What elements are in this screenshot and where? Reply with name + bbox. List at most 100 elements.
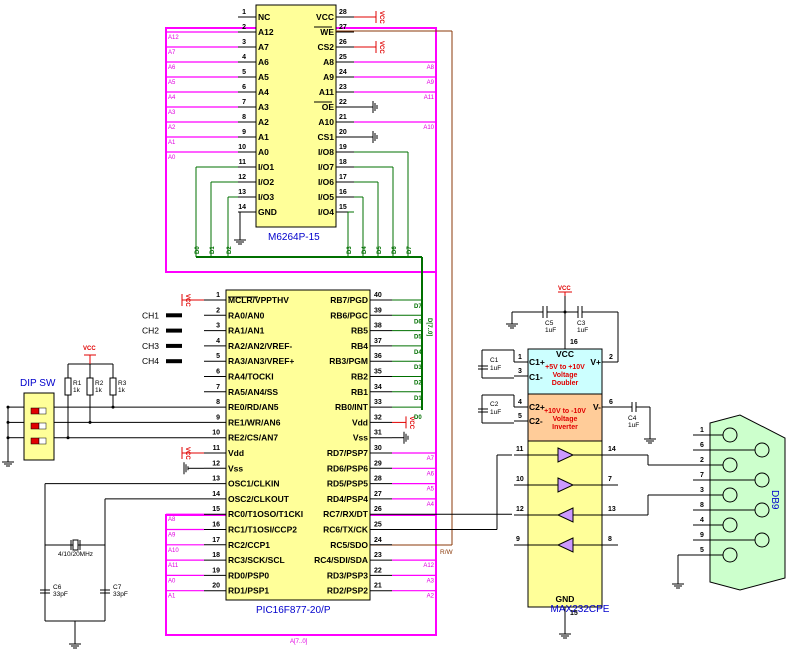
pic-pin-name: RB6/PGC: [330, 310, 368, 320]
inverter-label: +10V to -10V: [544, 408, 586, 415]
sram-pin-name: A4: [258, 87, 269, 97]
pic-pin-name: RB2: [351, 372, 368, 382]
max232-pin-num: 3: [518, 368, 522, 375]
sram-pin-name: OE: [322, 102, 335, 112]
cap-value: 1uF: [490, 409, 501, 416]
pic-pin-name: Vss: [228, 463, 243, 473]
cap-value: 1uF: [490, 365, 501, 372]
pic-chip: [225, 289, 371, 601]
sram-pin-name: I/O3: [258, 192, 274, 202]
pic-pin-name: RE0/RD/AN5: [228, 402, 279, 412]
db9-label: DB9: [769, 490, 780, 510]
pic-pin-num: 34: [374, 384, 382, 391]
addr-net-label: A9: [427, 80, 435, 86]
inverter-label: Inverter: [552, 424, 578, 431]
pic-pin-num: 26: [374, 506, 382, 513]
pic-pin-num: 33: [374, 399, 382, 406]
channel-connector[interactable]: [166, 313, 182, 318]
addr-net-label: A1: [168, 594, 176, 600]
pic-pin-name: RB5: [351, 326, 368, 336]
sram-pin-name: I/O2: [258, 177, 274, 187]
pic-pin-name: RE2/CS/AN7: [228, 433, 278, 443]
sram-pin-name: I/O6: [318, 177, 334, 187]
pic-pin-name: RB4: [351, 341, 368, 351]
sram-pin-name: I/O7: [318, 162, 334, 172]
receiver-icon: [556, 537, 574, 553]
sram-pin-num: 13: [238, 189, 246, 196]
pic-pin-num: 23: [374, 552, 382, 559]
doubler-label: Doubler: [552, 380, 579, 387]
max232-chip: [527, 348, 603, 608]
max232-pin-name: C1+: [529, 357, 545, 367]
data-net-label: D1: [210, 246, 216, 254]
junction: [111, 405, 115, 409]
pic-pin-name: RC4/SDI/SDA: [314, 555, 368, 565]
vcc-label: VCC: [378, 41, 384, 54]
sram-part-label: M6264P-15: [268, 232, 320, 243]
vcc-label: VCC: [184, 447, 190, 460]
cap-ref: C3: [577, 320, 586, 327]
max232-pin-num: 13: [608, 506, 616, 513]
data-net-label: D3: [414, 365, 422, 371]
sram-pin-num: 23: [339, 84, 347, 91]
data-net-label: D5: [377, 246, 383, 254]
pic-pin-name: RC6/TX/CK: [323, 525, 369, 535]
driver-icon: [557, 477, 575, 493]
pic-pin-num: 15: [212, 506, 220, 513]
cap-ref: C6: [53, 584, 62, 591]
junction: [66, 436, 70, 440]
channel-label: CH4: [142, 356, 159, 366]
sram-pin-name: A2: [258, 117, 269, 127]
max232-part-label: MAX232CPE: [551, 604, 610, 615]
db9-pin-socket: [722, 547, 738, 563]
pic-pin-num: 32: [374, 414, 382, 421]
pic-pin-num: 31: [374, 430, 382, 437]
max232-pin-name: C1-: [529, 372, 543, 382]
pic-pin-name: OSC1/CLKIN: [228, 479, 279, 489]
channel-connector[interactable]: [166, 328, 182, 333]
max232-pin-num: 2: [609, 354, 613, 361]
pic-pin-num: 28: [374, 476, 382, 483]
addr-net-label: A4: [168, 95, 176, 101]
channel-label: CH1: [142, 310, 159, 320]
pic-pin-num: 37: [374, 338, 382, 345]
channel-connector[interactable]: [166, 343, 182, 348]
sram-pin-name: A0: [258, 147, 269, 157]
pic-pin-name: RA4/TOCKI: [228, 372, 274, 382]
dip-switch[interactable]: [23, 392, 55, 461]
addr-net-label: A2: [168, 125, 176, 131]
max232-pin-num: 16: [570, 339, 578, 346]
resistor-value: 1k: [73, 387, 81, 394]
channel-connector[interactable]: [166, 359, 182, 364]
sram-pin-name: A10: [318, 117, 334, 127]
addr-net-label: A6: [168, 65, 176, 71]
addr-net-label: A11: [424, 95, 435, 101]
db9-pin-socket: [754, 502, 770, 518]
pic-pin-num: 7: [216, 384, 220, 391]
pic-pin-num: 2: [216, 307, 220, 314]
driver-icon: [557, 447, 575, 463]
sram-pin-name: A8: [323, 57, 334, 67]
addr-net-label: A2: [427, 594, 435, 600]
sram-pin-name: I/O8: [318, 147, 334, 157]
resistor-value: 1k: [95, 387, 103, 394]
sram-pin-num: 17: [339, 174, 347, 181]
max232-pin-num: 4: [518, 399, 522, 406]
sram-pin-num: 16: [339, 189, 347, 196]
pic-pin-num: 24: [374, 537, 382, 544]
addr-net-label: A4: [427, 502, 435, 508]
sram-pin-name: CS1: [317, 132, 334, 142]
max232-pin-num: 8: [608, 536, 612, 543]
sram-pin-name: A5: [258, 72, 269, 82]
sram-pin-num: 21: [339, 114, 347, 121]
pic-pin-name: RC5/SDO: [330, 540, 368, 550]
junction: [88, 420, 92, 424]
max232-pin-num: 9: [516, 536, 520, 543]
sram-pin-num: 4: [242, 54, 246, 61]
pic-pin-name: RD4/PSP4: [327, 494, 368, 504]
addr-net-label: A1: [168, 140, 176, 146]
sram-pin-name: VCC: [316, 12, 334, 22]
sram-pin-num: 11: [239, 159, 247, 166]
max232-pin-name: C2+: [529, 402, 545, 412]
